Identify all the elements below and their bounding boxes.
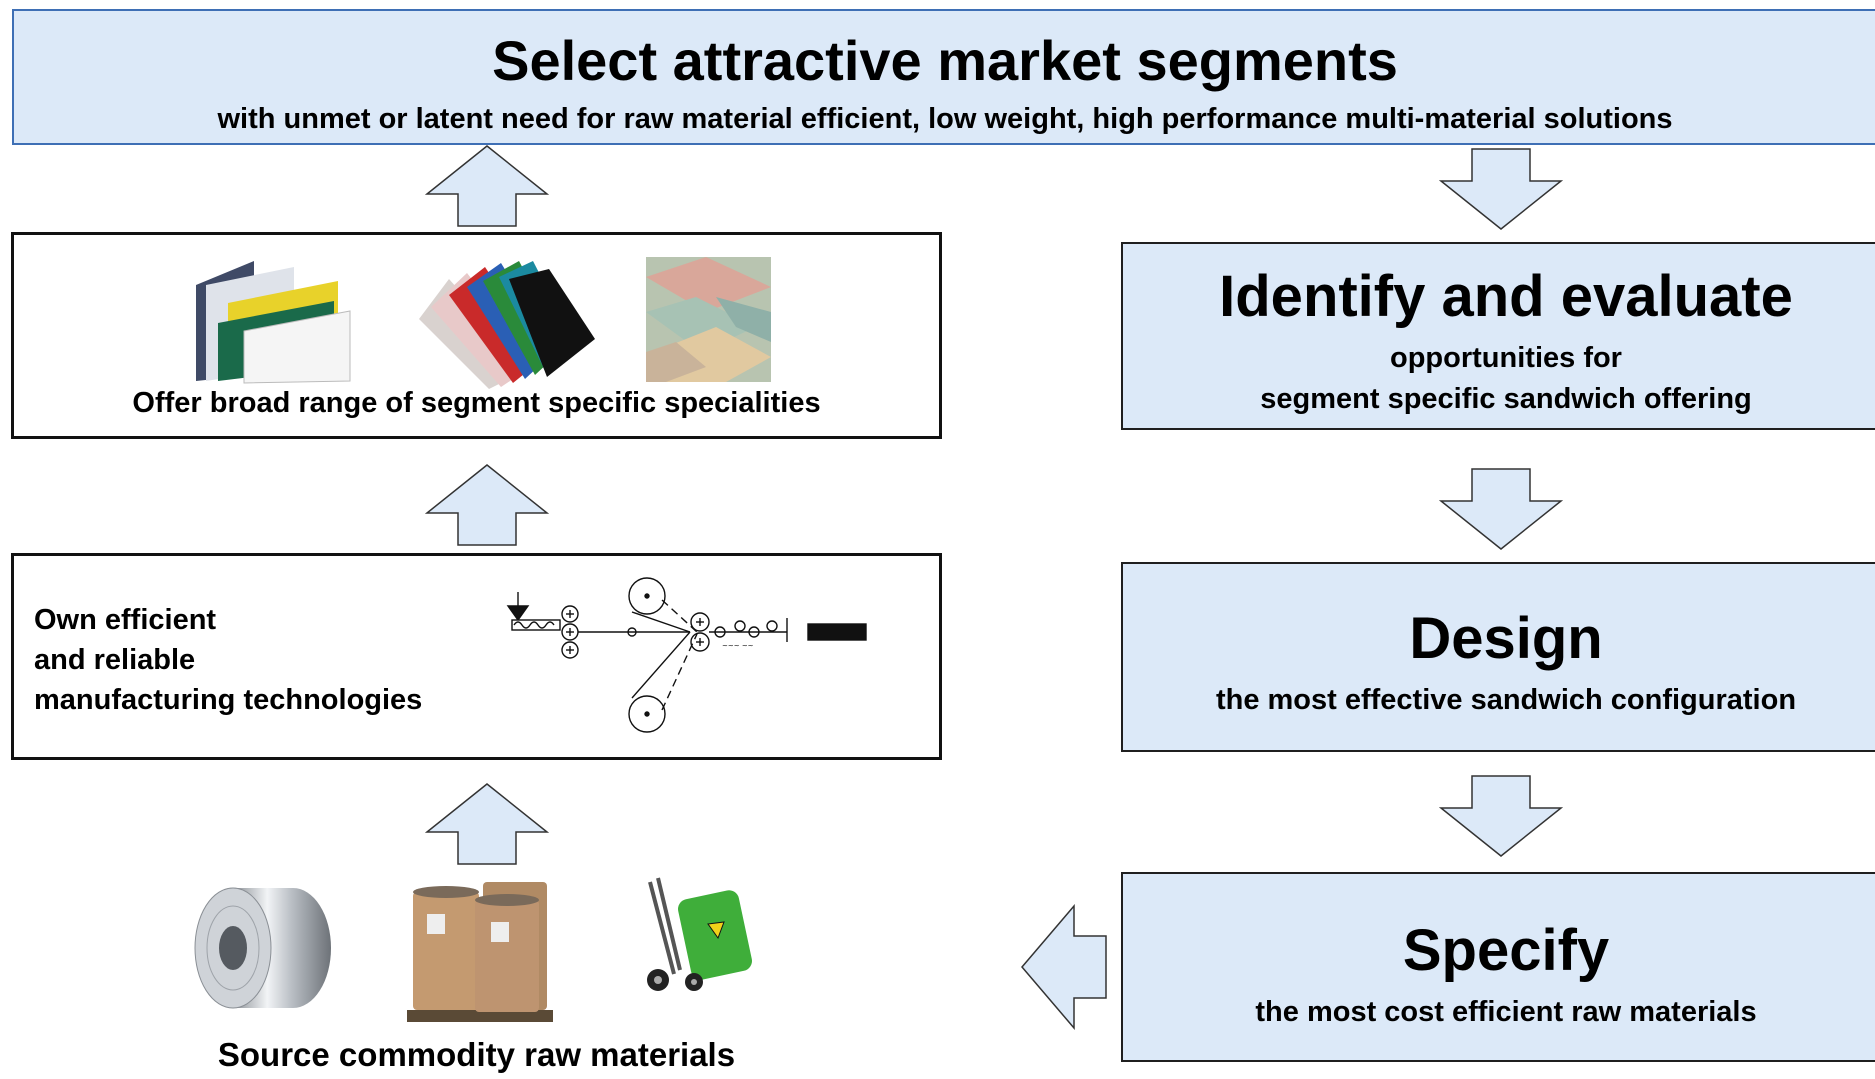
specify-title: Specify <box>1402 918 1610 983</box>
manufacturing-line-3: manufacturing technologies <box>34 684 423 717</box>
specialities-label: Offer broad range of segment specific sp… <box>132 387 821 419</box>
identify-subtitle-2: segment specific sandwich offering <box>1260 382 1752 415</box>
identify-subtitle-1: opportunities for <box>1390 342 1622 374</box>
up-arrow-icon <box>425 782 549 866</box>
manufacturing-line-1: Own efficient <box>34 604 217 636</box>
composite-panels-image <box>184 257 359 392</box>
svg-text:~~~ ~~: ~~~ ~~ <box>722 642 754 650</box>
market-segments-banner: Select attractive market segments with u… <box>12 9 1875 145</box>
banner-title: Select attractive market segments <box>492 29 1398 92</box>
specify-subtitle: the most cost efficient raw materials <box>1255 996 1757 1028</box>
banner-subtitle: with unmet or latent need for raw materi… <box>217 103 1673 135</box>
up-arrow-icon <box>425 463 549 547</box>
fiber-drums-image <box>405 878 555 1028</box>
down-arrow-icon <box>1439 467 1563 551</box>
extrusion-lamination-process-diagram: ~~~ ~~ <box>502 576 882 751</box>
down-arrow-icon <box>1439 774 1563 858</box>
color-sheet-fan-image <box>409 249 609 394</box>
identify-title: Identify and evaluate <box>1219 264 1793 329</box>
specify-box: Specify the most cost efficient raw mate… <box>1121 872 1875 1062</box>
specialities-box: Offer broad range of segment specific sp… <box>11 232 942 439</box>
design-box: Design the most effective sandwich confi… <box>1121 562 1875 752</box>
left-arrow-icon <box>1020 904 1108 1030</box>
down-arrow-icon <box>1439 147 1563 231</box>
chemical-barrel-hand-truck-image <box>636 874 766 999</box>
design-subtitle: the most effective sandwich configuratio… <box>1215 684 1797 716</box>
up-arrow-icon <box>425 144 549 228</box>
stacked-colored-slabs-image <box>646 257 771 387</box>
identify-evaluate-box: Identify and evaluate opportunities for … <box>1121 242 1875 430</box>
manufacturing-box: Own efficient and reliable manufacturing… <box>11 553 942 760</box>
design-title: Design <box>1409 606 1603 671</box>
metal-coil-image <box>183 880 333 1020</box>
raw-materials-label: Source commodity raw materials <box>217 1036 736 1073</box>
manufacturing-line-2: and reliable <box>34 644 196 677</box>
manufacturing-text: Own efficient and reliable manufacturing… <box>34 600 422 720</box>
